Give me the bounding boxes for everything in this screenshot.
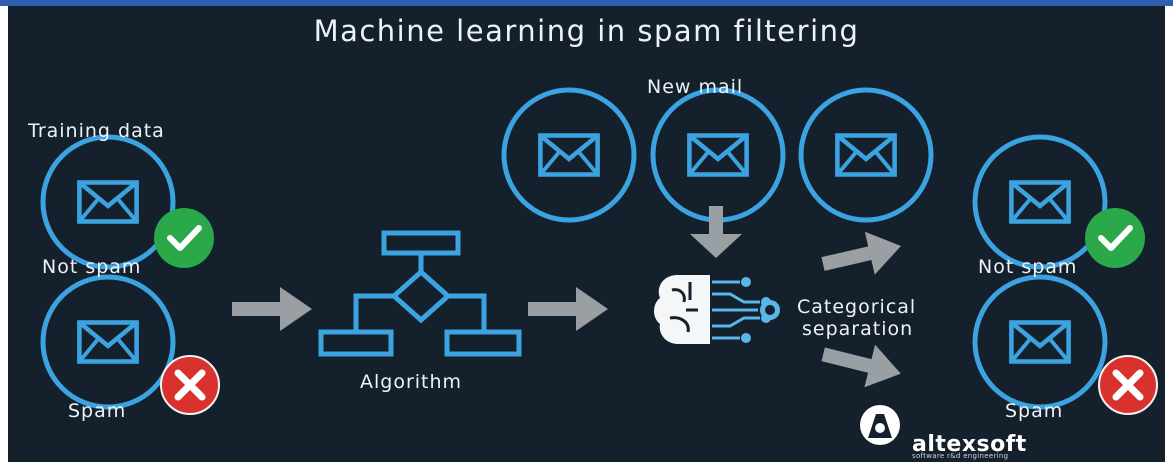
altexsoft-logo-icon [860, 405, 900, 445]
spam-right-label: Spam [1005, 400, 1064, 422]
top-accent-bar [0, 0, 1173, 6]
training-data-label: Training data [28, 120, 165, 142]
check-badge-right-icon [1085, 208, 1145, 268]
check-badge-icon [154, 208, 214, 268]
new-mail-label: New mail [647, 76, 744, 98]
cross-badge-right-icon [1098, 355, 1158, 415]
training-mail-not-spam-icon [40, 134, 176, 270]
arrow-to-algorithm-icon [232, 287, 312, 331]
arrow-down-icon [690, 206, 742, 258]
arrow-to-brain-icon [528, 287, 608, 331]
cross-badge-icon [160, 355, 220, 415]
new-mail-3-icon [798, 87, 934, 223]
brand-tagline: software r&d engineering [912, 452, 1009, 460]
spam-left-label: Spam [68, 400, 127, 422]
arrow-to-spam-icon [817, 332, 907, 396]
new-mail-1-icon [501, 87, 637, 223]
separation-label: separation [802, 318, 914, 340]
flowchart-algorithm-icon [318, 230, 522, 357]
training-mail-spam-icon [40, 274, 176, 410]
not-spam-left-label: Not spam [42, 256, 142, 278]
not-spam-right-label: Not spam [978, 256, 1078, 278]
categorical-label: Categorical [797, 296, 917, 318]
algorithm-label: Algorithm [360, 371, 463, 393]
result-mail-not-spam-icon [972, 134, 1108, 270]
brand-name: altexsoft [912, 432, 1027, 457]
result-mail-spam-icon [972, 274, 1108, 410]
ai-brain-icon [654, 275, 780, 344]
arrow-to-not-spam-icon [818, 224, 906, 286]
new-mail-2-icon [650, 87, 786, 223]
diagram-title: Machine learning in spam filtering [313, 14, 860, 48]
